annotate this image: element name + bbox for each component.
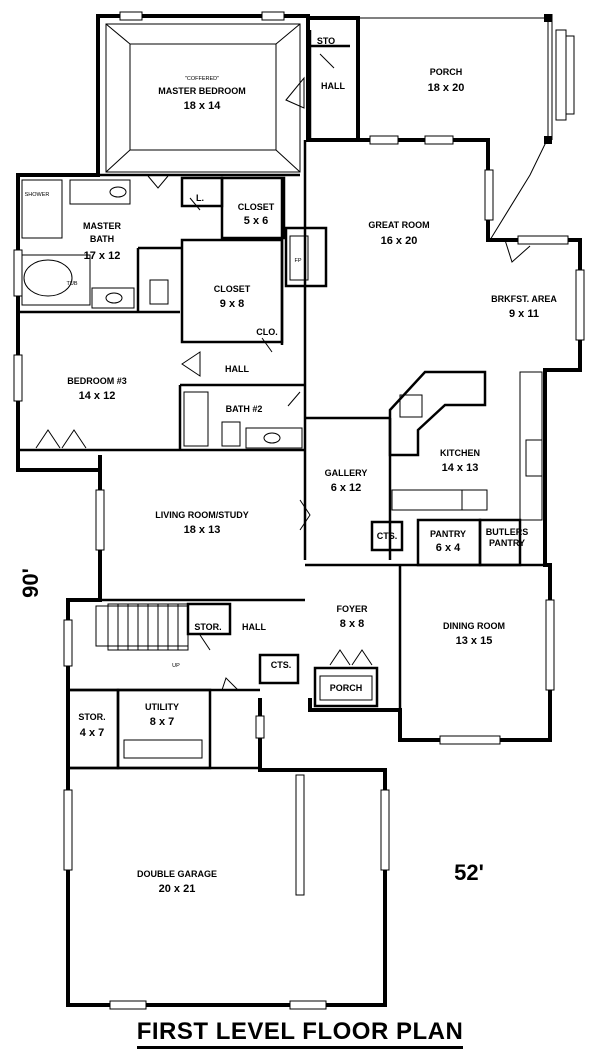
interior-walls (18, 23, 545, 770)
living-room-size: 18 x 13 (184, 524, 221, 536)
closet2-label: CLOSET (214, 284, 251, 294)
stor-garage-label: STOR. (78, 712, 105, 722)
sto-top-label: STO (317, 36, 335, 46)
closet1-size: 5 x 6 (244, 215, 268, 227)
rear-porch-label: PORCH (430, 67, 463, 77)
breakfast-area-label: BRKFST. AREA (491, 294, 557, 304)
pantry-size: 6 x 4 (436, 542, 461, 554)
master-bath-label2: BATH (90, 234, 114, 244)
pantry-label: PANTRY (430, 529, 466, 539)
stair-up-label: UP (172, 663, 180, 669)
bedroom3-label: BEDROOM #3 (67, 376, 127, 386)
bedroom3-size: 14 x 12 (79, 390, 116, 402)
depth-dimension: 90' (18, 568, 43, 598)
fireplace-label: FP (294, 258, 301, 264)
utility-size: 8 x 7 (150, 716, 174, 728)
master-bath-label: MASTER (83, 221, 122, 231)
great-room-label: GREAT ROOM (368, 220, 429, 230)
plan-title-text: FIRST LEVEL FLOOR PLAN (136, 1018, 464, 1049)
stair-treads (117, 604, 179, 650)
rear-porch-outline (358, 14, 575, 241)
master-bedroom-size: 18 x 14 (184, 100, 222, 112)
stor-garage-size: 4 x 7 (80, 727, 104, 739)
butlers-label: BUTLERS (486, 527, 529, 537)
garage-size: 20 x 21 (159, 883, 196, 895)
master-bedroom-label: MASTER BEDROOM (158, 86, 246, 96)
width-dimension: 52' (454, 860, 484, 885)
living-room-label: LIVING ROOM/STUDY (155, 510, 249, 520)
breakfast-area-size: 9 x 11 (509, 308, 539, 320)
rear-porch-size: 18 x 20 (428, 82, 465, 94)
tub-label: TUB (67, 281, 78, 287)
closet2-size: 9 x 8 (220, 298, 244, 310)
garage-label: DOUBLE GARAGE (137, 869, 217, 879)
stor-hall-label: STOR. (194, 622, 221, 632)
coffered-note: "COFFERED" (185, 76, 219, 82)
utility-label: UTILITY (145, 702, 179, 712)
plan-title: FIRST LEVEL FLOOR PLAN (0, 1018, 600, 1049)
foyer-label: FOYER (336, 604, 368, 614)
great-room-size: 16 x 20 (381, 235, 418, 247)
dining-room-size: 13 x 15 (456, 635, 493, 647)
bath2-label: BATH #2 (226, 404, 263, 414)
clo-label: CLO. (256, 327, 278, 337)
windows (13, 11, 585, 1010)
hall-mid-label: HALL (225, 364, 249, 374)
hall-top-label: HALL (321, 81, 345, 91)
cts2-label: CTS. (271, 660, 292, 670)
kitchen-size: 14 x 13 (442, 462, 479, 474)
master-bath-size: 17 x 12 (84, 250, 121, 262)
dining-room-label: DINING ROOM (443, 621, 505, 631)
doors (35, 53, 531, 691)
cts1-label: CTS. (377, 531, 398, 541)
gallery-label: GALLERY (325, 468, 368, 478)
butlers-label2: PANTRY (489, 538, 525, 548)
kitchen-label: KITCHEN (440, 448, 480, 458)
room-labels: STO HALL PORCH 18 x 20 "COFFERED" MASTER… (25, 36, 558, 895)
hall-low-label: HALL (242, 622, 266, 632)
shower-label: SHOWER (25, 192, 50, 198)
foyer-size: 8 x 8 (340, 618, 364, 630)
linen-label: L. (196, 193, 204, 203)
gallery-size: 6 x 12 (331, 482, 362, 494)
closet1-label: CLOSET (238, 202, 275, 212)
front-porch-label: PORCH (330, 683, 363, 693)
